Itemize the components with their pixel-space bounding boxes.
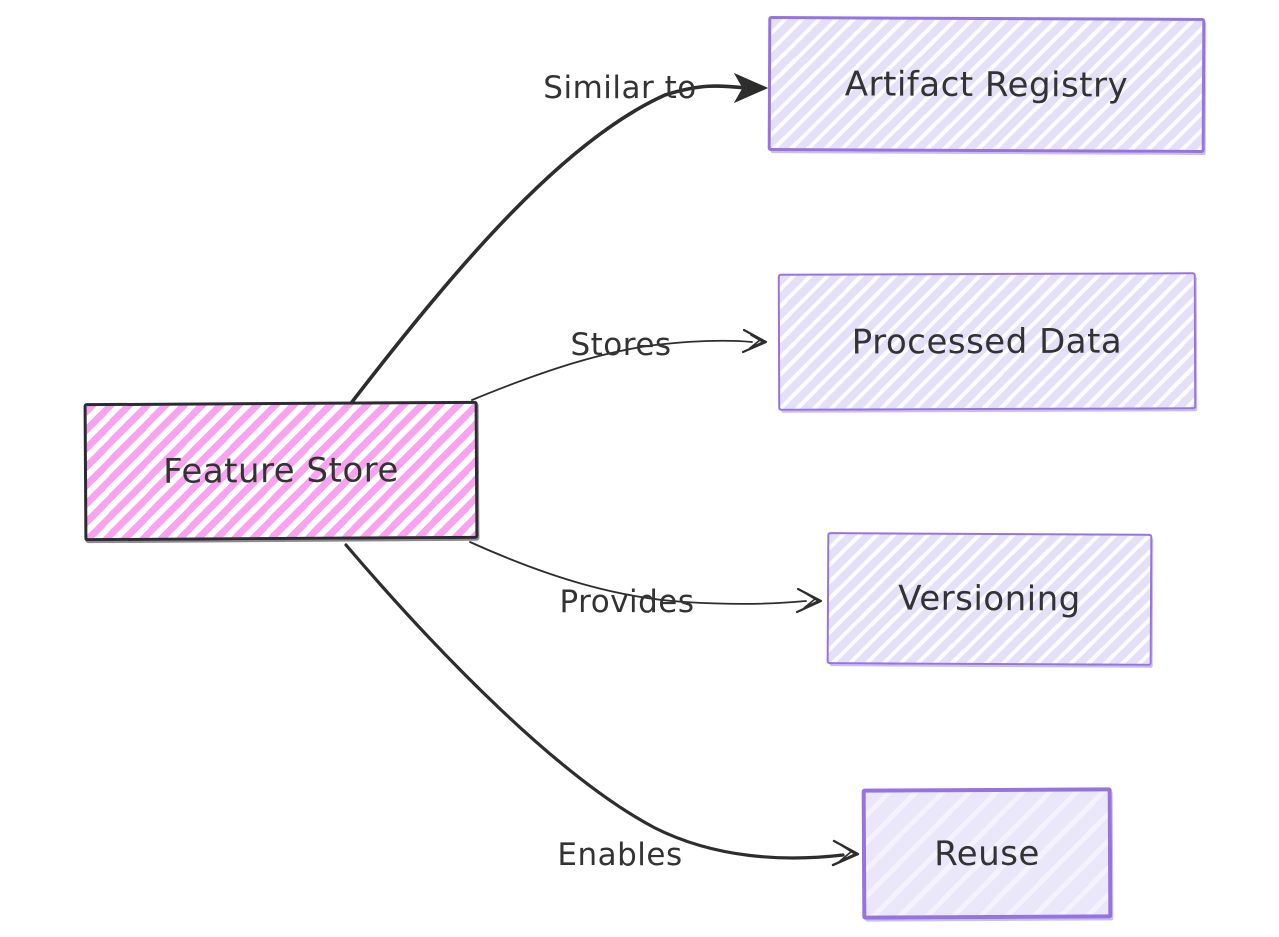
- edge-similar-to: [350, 72, 769, 404]
- node-versioning: Versioning: [826, 532, 1153, 666]
- node-processed-data-label: Processed Data: [851, 321, 1123, 362]
- edge-label-similar-to: Similar to: [543, 70, 697, 106]
- arrowhead-open-icon: [795, 587, 823, 614]
- edge-label-enables: Enables: [557, 837, 683, 873]
- node-feature-store-label: Feature Store: [163, 450, 399, 492]
- node-feature-store: Feature Store: [83, 400, 479, 542]
- arrowhead-open-icon: [741, 328, 768, 354]
- node-versioning-label: Versioning: [898, 578, 1081, 620]
- node-reuse: Reuse: [861, 787, 1113, 920]
- node-artifact-registry-label: Artifact Registry: [844, 63, 1129, 106]
- node-reuse-label: Reuse: [934, 833, 1040, 874]
- edge-label-provides: Provides: [559, 584, 695, 620]
- node-processed-data: Processed Data: [777, 272, 1197, 411]
- node-artifact-registry: Artifact Registry: [767, 16, 1206, 153]
- arrowhead-open-icon: [831, 839, 860, 867]
- arrowhead-filled-icon: [733, 72, 769, 104]
- edge-label-stores: Stores: [570, 327, 672, 363]
